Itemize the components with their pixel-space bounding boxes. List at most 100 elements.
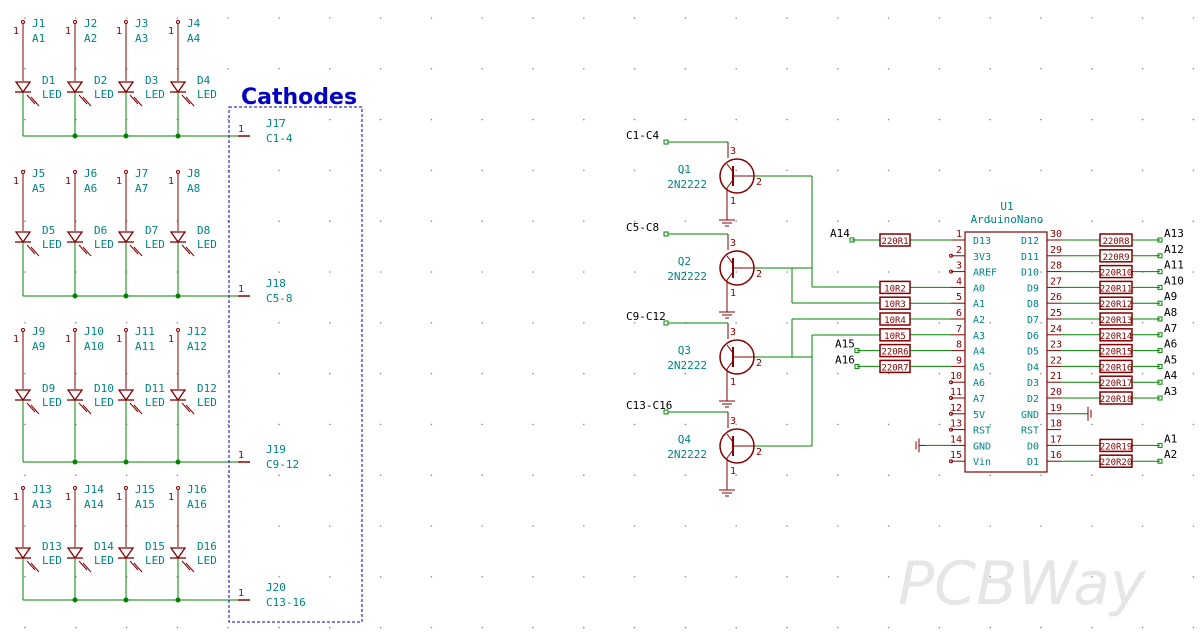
grid-dot xyxy=(735,576,737,578)
grid-dot xyxy=(329,220,331,222)
led-value: LED xyxy=(145,396,165,409)
arduino-pin-name: D2 xyxy=(1027,394,1039,405)
grid-dot xyxy=(887,525,890,527)
grid-dot xyxy=(481,372,484,375)
grid-dot xyxy=(989,220,991,222)
led-symbol xyxy=(117,231,135,244)
led-symbol xyxy=(169,547,187,560)
connector-pin-end xyxy=(176,486,180,490)
resistor-body xyxy=(1099,391,1133,405)
grid-dot xyxy=(989,372,991,375)
led-light-arrow xyxy=(30,562,40,573)
grid-dot xyxy=(532,68,534,70)
grid-dot xyxy=(1091,626,1093,629)
led-symbol xyxy=(117,547,135,560)
arduino-pin-number: 2 xyxy=(956,245,962,256)
grid-dot xyxy=(583,169,585,172)
arduino-ref: U1 xyxy=(1000,200,1013,213)
cathode-connector-ref: J18 xyxy=(266,277,286,290)
grid-dot xyxy=(938,220,941,222)
led-symbol xyxy=(169,389,187,402)
led-value: LED xyxy=(42,554,62,567)
grid-dot xyxy=(837,118,839,121)
arduino-pin-number: 20 xyxy=(1050,387,1062,398)
grid-dot xyxy=(735,118,737,121)
grid-dot xyxy=(227,68,229,70)
grid-dot xyxy=(1091,118,1093,121)
grid-dot xyxy=(379,322,382,324)
resistor-label: 220R13 xyxy=(1100,316,1133,326)
grid-dot xyxy=(481,169,484,172)
grid-dot xyxy=(278,576,280,578)
cathode-connector-value: C9-12 xyxy=(266,458,299,471)
grid-dot xyxy=(1091,525,1093,527)
connector-pin-end xyxy=(73,328,77,332)
arduino-pin-name: 3V3 xyxy=(973,252,991,263)
grid-dot xyxy=(481,322,484,324)
grid-dot xyxy=(379,68,382,70)
connector-pin-end xyxy=(73,20,77,24)
led-ref: D10 xyxy=(94,382,114,395)
resistor-body xyxy=(879,280,911,295)
net-label-anchor xyxy=(854,363,860,369)
grid-dot xyxy=(633,169,636,172)
arduino-value: ArduinoNano xyxy=(971,213,1044,226)
grid-dot xyxy=(430,474,433,477)
grid-dot xyxy=(887,322,890,324)
grid-dot xyxy=(481,220,484,222)
arduino-pin-name: GND xyxy=(1021,410,1039,421)
resistor-net-label: A4 xyxy=(1164,369,1178,382)
arduino-pin-name: D10 xyxy=(1021,268,1039,279)
resistor-body xyxy=(879,312,911,326)
led-ref: D8 xyxy=(197,224,210,237)
grid-dot xyxy=(532,17,534,19)
arduino-pin-name: AREF xyxy=(973,268,997,279)
grid-dot xyxy=(633,576,636,578)
led-light-arrow xyxy=(78,94,88,105)
cathode-connector-pin: 1 xyxy=(238,450,244,461)
arduino-pin-number: 4 xyxy=(956,276,962,287)
grid-dot xyxy=(1141,626,1144,629)
grid-dot xyxy=(633,423,636,426)
grid-dot xyxy=(837,576,839,578)
arduino-pin-number: 26 xyxy=(1050,292,1062,303)
led-ref: D3 xyxy=(145,74,158,87)
grid-dot xyxy=(633,118,636,121)
unconnected-pin xyxy=(949,411,953,416)
arduino-pin-number: 18 xyxy=(1050,419,1062,430)
connector-value: A15 xyxy=(135,498,155,511)
grid-dot xyxy=(227,118,229,121)
arduino-pin-name: D11 xyxy=(1021,252,1039,263)
grid-dot xyxy=(1192,576,1195,578)
grid-dot xyxy=(887,626,890,629)
grid-dot xyxy=(1141,576,1144,578)
grid-dot xyxy=(75,626,77,629)
grid-dot xyxy=(684,372,687,375)
grid-dot xyxy=(583,118,585,121)
grid-dot xyxy=(532,322,534,324)
connector-value: A6 xyxy=(84,182,97,195)
grid-dot xyxy=(583,525,585,527)
grid-dot xyxy=(430,17,433,19)
grid-dot xyxy=(1091,68,1093,70)
connector-pin-number: 1 xyxy=(13,334,19,345)
connector-value: A2 xyxy=(84,32,97,45)
arduino-pin-name: A6 xyxy=(973,378,985,389)
grid-dot xyxy=(379,474,382,477)
grid-dot xyxy=(1091,474,1093,477)
grid-dot xyxy=(887,576,890,578)
grid-dot xyxy=(481,576,484,578)
grid-dot xyxy=(735,474,737,477)
grid-dot xyxy=(75,474,77,477)
resistor-label: 220R17 xyxy=(1100,379,1133,389)
grid-dot xyxy=(278,220,280,222)
led-light-arrow xyxy=(26,244,36,255)
grid-dot xyxy=(583,220,585,222)
led-symbol xyxy=(66,81,84,94)
arduino-pin-name: D6 xyxy=(1027,331,1039,342)
transistor-net-label: C5-C8 xyxy=(626,221,659,234)
resistor-body xyxy=(1099,438,1133,453)
connector-value: A12 xyxy=(187,340,207,353)
grid-dot xyxy=(938,372,941,375)
connector-value: A14 xyxy=(84,498,104,511)
